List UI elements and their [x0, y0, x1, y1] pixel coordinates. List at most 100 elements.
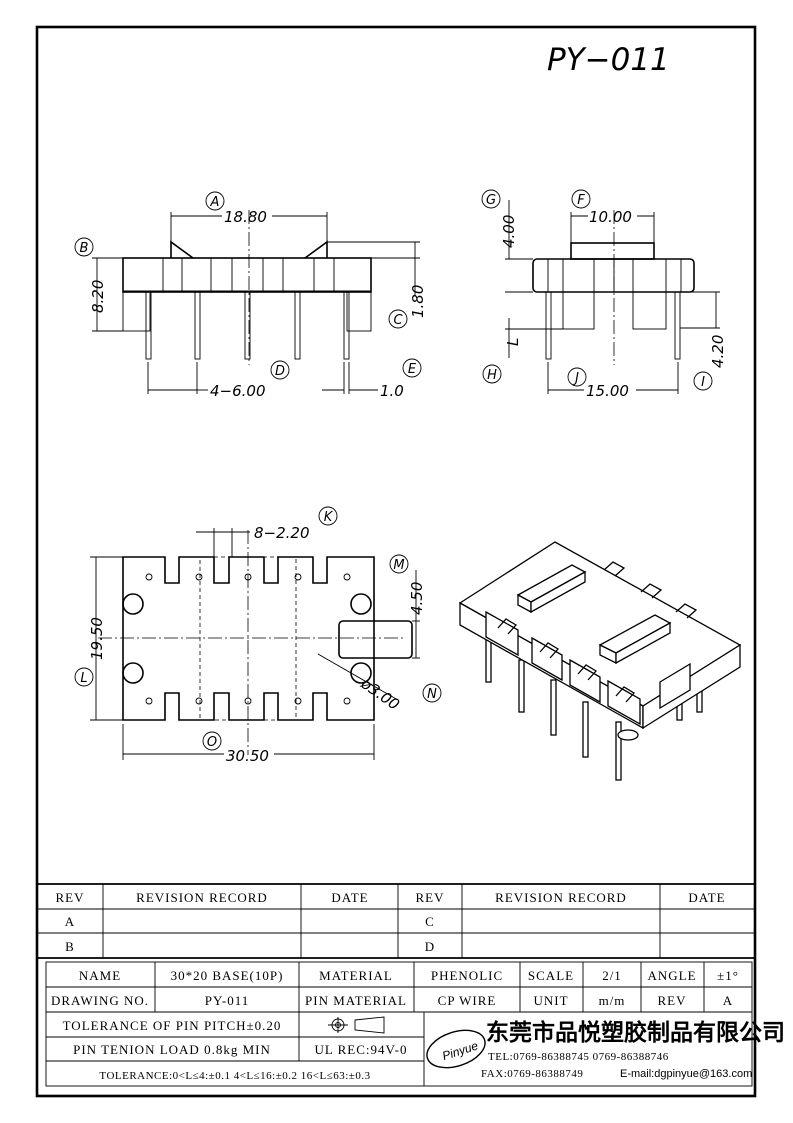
svg-text:A: A	[210, 195, 220, 210]
rev-label: REV	[658, 993, 687, 1008]
company-logo: Pinyue	[426, 1029, 486, 1069]
name-value: 30*20 BASE(10P)	[171, 968, 284, 983]
title-block: NAME 30*20 BASE(10P) MATERIAL PHENOLIC S…	[45, 961, 785, 1087]
side-pin	[545, 291, 552, 360]
material-label: MATERIAL	[319, 968, 393, 983]
svg-text:J: J	[572, 371, 579, 386]
drawing-no-value: PY-011	[205, 993, 250, 1008]
callouts: A B C D E F G H I J K L M N O	[74, 189, 713, 751]
dimension-e: 1.0	[380, 382, 404, 400]
svg-text:G: G	[486, 193, 496, 208]
front-pin	[194, 290, 201, 360]
top-view-tab	[338, 620, 413, 659]
svg-text:E: E	[408, 362, 417, 377]
dimension-h: L	[504, 338, 522, 346]
top-view-outline	[122, 556, 375, 721]
dimension-l: 19.50	[88, 617, 106, 660]
side-view-body	[532, 258, 695, 293]
drawing-no-label: DRAWING NO.	[51, 993, 149, 1008]
callout-l: L	[74, 667, 94, 687]
svg-text:L: L	[80, 671, 87, 686]
mounting-hole	[350, 593, 372, 615]
revision-record-header: REVISION RECORD	[495, 890, 627, 905]
callout-g: G	[481, 189, 501, 209]
svg-text:H: H	[487, 368, 497, 383]
callout-d: D	[270, 360, 290, 380]
company-email: E-mail:dgpinyue@163.com	[620, 1068, 752, 1080]
rev-value: A	[723, 993, 733, 1008]
date-header: DATE	[331, 890, 368, 905]
mounting-hole	[122, 593, 144, 615]
dimension-n: ø3.00	[357, 674, 403, 714]
svg-text:D: D	[275, 364, 285, 379]
dimension-a: 18.80	[224, 208, 267, 226]
svg-text:N: N	[427, 687, 437, 702]
callout-n: N	[422, 683, 442, 703]
isometric-view	[458, 541, 742, 781]
company-name-cn: 东莞市品悦塑胶制品有限公司	[486, 1019, 785, 1046]
callout-k: K	[318, 506, 338, 526]
front-pin	[343, 290, 350, 360]
callout-c: C	[388, 309, 408, 329]
rev-cell: B	[65, 939, 75, 954]
rev-cell: A	[65, 914, 75, 929]
scale-label: SCALE	[528, 968, 574, 983]
callout-m: M	[389, 554, 409, 574]
rev-cell: C	[425, 914, 435, 929]
dimension-k: 8−2.20	[254, 524, 310, 542]
unit-label: UNIT	[533, 993, 568, 1008]
angle-label: ANGLE	[647, 968, 696, 983]
callout-i: I	[693, 371, 713, 391]
callout-e: E	[402, 358, 422, 378]
svg-text:K: K	[324, 510, 334, 525]
dimension-b: 8.20	[89, 280, 107, 313]
ul-rec: UL REC:94V-0	[314, 1042, 407, 1057]
front-pin	[145, 290, 152, 360]
rev-header: REV	[56, 890, 85, 905]
tolerance-pin-pitch: TOLERANCE OF PIN PITCH±0.20	[63, 1018, 282, 1033]
callout-o: O	[202, 731, 222, 751]
dimension-f: 10.00	[589, 208, 632, 226]
dimension-c: 1.80	[409, 285, 427, 318]
mounting-hole	[122, 662, 144, 684]
front-view: 18.80 8.20 1.80 4−6.00 1.0	[89, 208, 427, 400]
date-header: DATE	[688, 890, 725, 905]
side-view: 10.00 4.00 L 4.20 15.00	[500, 200, 727, 400]
drawing-number: PY−011	[547, 42, 670, 78]
dimension-m: 4.50	[408, 582, 426, 615]
revision-record-header: REVISION RECORD	[136, 890, 268, 905]
dimension-d: 4−6.00	[210, 382, 266, 400]
material-value: PHENOLIC	[431, 968, 503, 983]
callout-h: H	[482, 364, 502, 384]
svg-text:B: B	[80, 241, 89, 256]
callout-a: A	[205, 191, 225, 211]
dimension-g: 4.00	[500, 215, 518, 248]
company-fax: FAX:0769-86388749	[481, 1068, 583, 1080]
svg-text:I: I	[701, 375, 705, 390]
unit-value: m/m	[599, 993, 626, 1008]
front-pin	[294, 290, 301, 360]
front-view-body	[122, 257, 372, 293]
scale-value: 2/1	[602, 968, 622, 983]
pin-material-label: PIN MATERIAL	[305, 993, 407, 1008]
svg-text:O: O	[207, 735, 217, 750]
dimension-j: 15.00	[586, 382, 629, 400]
svg-text:M: M	[393, 558, 404, 573]
projection-symbol-icon	[328, 1016, 385, 1034]
front-pin	[244, 290, 251, 360]
angle-value: ±1°	[717, 968, 739, 983]
callout-b: B	[74, 237, 94, 257]
rev-header: REV	[416, 890, 445, 905]
dimension-o: 30.50	[226, 747, 269, 765]
sheet-border	[35, 25, 757, 1098]
pin-material-value: CP WIRE	[438, 993, 497, 1008]
dimension-i: 4.20	[709, 335, 727, 368]
callout-f: F	[571, 189, 591, 209]
name-label: NAME	[79, 968, 121, 983]
callout-j: J	[567, 367, 587, 387]
tolerance-ranges: TOLERANCE:0<L≤4:±0.1 4<L≤16:±0.2 16<L≤63…	[99, 1070, 370, 1082]
svg-text:C: C	[393, 313, 403, 328]
revision-table: REV REVISION RECORD DATE REV REVISION RE…	[37, 883, 755, 959]
svg-text:F: F	[577, 193, 585, 208]
